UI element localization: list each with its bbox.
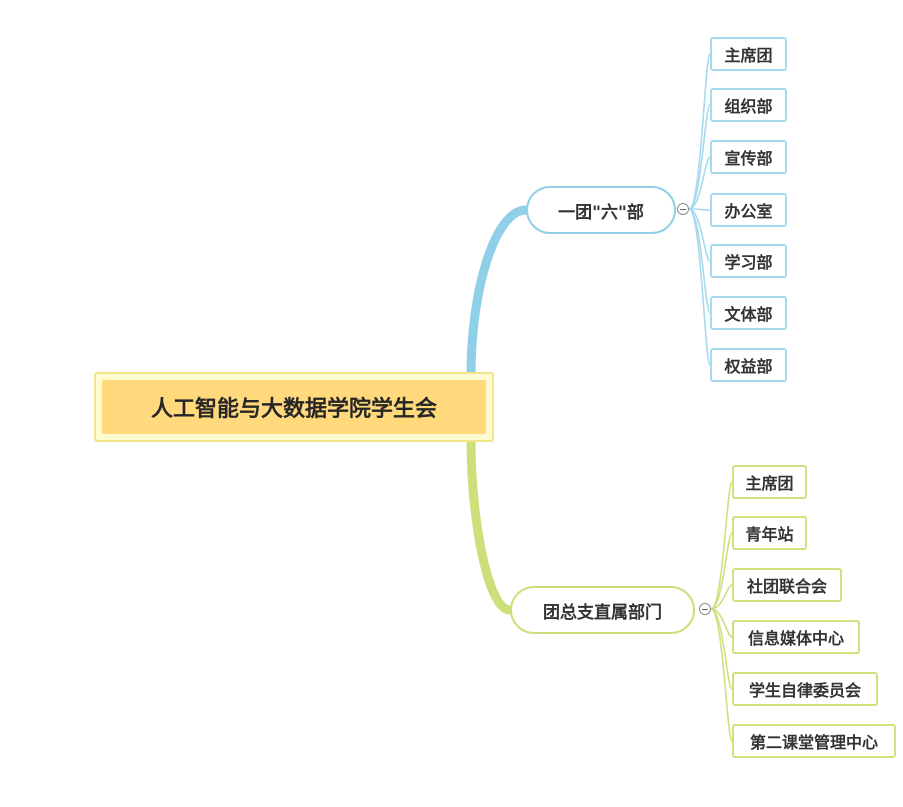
collapse-icon[interactable] xyxy=(677,203,689,215)
leaf-connector xyxy=(688,208,711,211)
leaf-connector xyxy=(710,532,733,610)
root-label: 人工智能与大数据学院学生会 xyxy=(102,380,486,434)
branch-node-1[interactable]: 一团"六"部 xyxy=(526,186,676,234)
branch-1-leaf-connectors xyxy=(688,53,711,366)
leaf-node[interactable]: 社团联合会 xyxy=(732,568,842,602)
leaf-connector xyxy=(688,156,711,210)
root-to-branch-1-connector xyxy=(466,205,531,379)
leaf-node[interactable]: 权益部 xyxy=(710,348,787,382)
leaf-node[interactable]: 第二课堂管理中心 xyxy=(732,724,896,758)
root-node[interactable]: 人工智能与大数据学院学生会 xyxy=(94,372,494,442)
leaf-node[interactable]: 学生自律委员会 xyxy=(732,672,878,706)
leaf-node[interactable]: 主席团 xyxy=(732,465,807,499)
leaf-node[interactable]: 学习部 xyxy=(710,244,787,278)
leaf-node[interactable]: 信息媒体中心 xyxy=(732,620,860,654)
branch-node-2[interactable]: 团总支直属部门 xyxy=(510,586,695,634)
leaf-node[interactable]: 主席团 xyxy=(710,37,787,71)
leaf-connector xyxy=(710,608,733,742)
leaf-connector xyxy=(688,104,711,210)
leaf-connector xyxy=(710,584,733,610)
branch-2-leaf-connectors xyxy=(710,481,733,742)
leaf-connector xyxy=(710,481,733,610)
leaf-node[interactable]: 办公室 xyxy=(710,193,787,227)
leaf-node[interactable]: 文体部 xyxy=(710,296,787,330)
root-to-branch-2-connector xyxy=(466,435,515,615)
leaf-connector xyxy=(688,208,711,366)
collapse-icon[interactable] xyxy=(699,603,711,615)
leaf-node[interactable]: 青年站 xyxy=(732,516,807,550)
leaf-connector xyxy=(688,53,711,210)
leaf-node[interactable]: 组织部 xyxy=(710,88,787,122)
leaf-node[interactable]: 宣传部 xyxy=(710,140,787,174)
